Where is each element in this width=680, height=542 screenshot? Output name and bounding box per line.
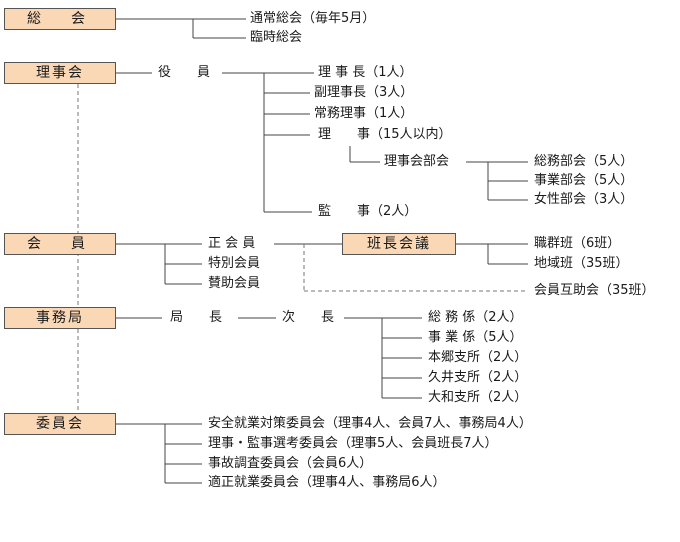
box-hanchou: 班長会議 xyxy=(342,233,456,255)
box-iinkai: 委員会 xyxy=(4,413,116,435)
yakuin-item: 監 事（2人） xyxy=(318,204,418,219)
yakuin-item: 副理事長（3人） xyxy=(314,85,414,100)
bukai-item: 事業部会（5人） xyxy=(534,173,634,188)
box-jimukyoku: 事務局 xyxy=(4,307,116,329)
bukai-item: 女性部会（3人） xyxy=(534,192,634,207)
yakuin-item: 理 事（15人以内） xyxy=(318,127,452,142)
bukai-label: 理事会部会 xyxy=(384,154,450,169)
han-item: 職群班（6班） xyxy=(534,236,621,251)
box-kaiin: 会 員 xyxy=(4,233,116,255)
gojokai-label: 会員互助会（35班） xyxy=(534,283,655,298)
box-rijikai: 理事会 xyxy=(4,62,116,84)
jimu-item: 本郷支所（2人） xyxy=(428,350,528,365)
jichou-label: 次 長 xyxy=(282,310,335,325)
yakuin-label: 役 員 xyxy=(158,65,211,80)
iin-item: 事故調査委員会（会員6人） xyxy=(208,456,373,471)
soukai-item: 臨時総会 xyxy=(250,30,303,45)
box-soukai: 総 会 xyxy=(4,8,116,30)
jimu-item: 総 務 係（2人） xyxy=(428,310,523,325)
bukai-item: 総務部会（5人） xyxy=(534,154,634,169)
kaiin-item: 賛助会員 xyxy=(208,276,261,291)
jimu-item: 久井支所（2人） xyxy=(428,370,528,385)
han-item: 地域班（35班） xyxy=(534,256,629,271)
yakuin-item: 常務理事（1人） xyxy=(314,106,414,121)
jimu-item: 大和支所（2人） xyxy=(428,390,528,405)
kaiin-item: 正 会 員 xyxy=(208,236,256,251)
kyokuchou-label: 局 長 xyxy=(170,310,223,325)
jimu-item: 事 業 係（5人） xyxy=(428,330,523,345)
iin-item: 適正就業委員会（理事4人、事務局6人） xyxy=(208,475,446,490)
soukai-item: 通常総会（毎年5月） xyxy=(250,11,376,26)
iin-item: 理事・監事選考委員会（理事5人、会員班長7人） xyxy=(208,436,498,451)
iin-item: 安全就業対策委員会（理事4人、会員7人、事務局4人） xyxy=(208,416,532,431)
yakuin-item: 理 事 長（1人） xyxy=(318,65,413,80)
kaiin-item: 特別会員 xyxy=(208,256,261,271)
